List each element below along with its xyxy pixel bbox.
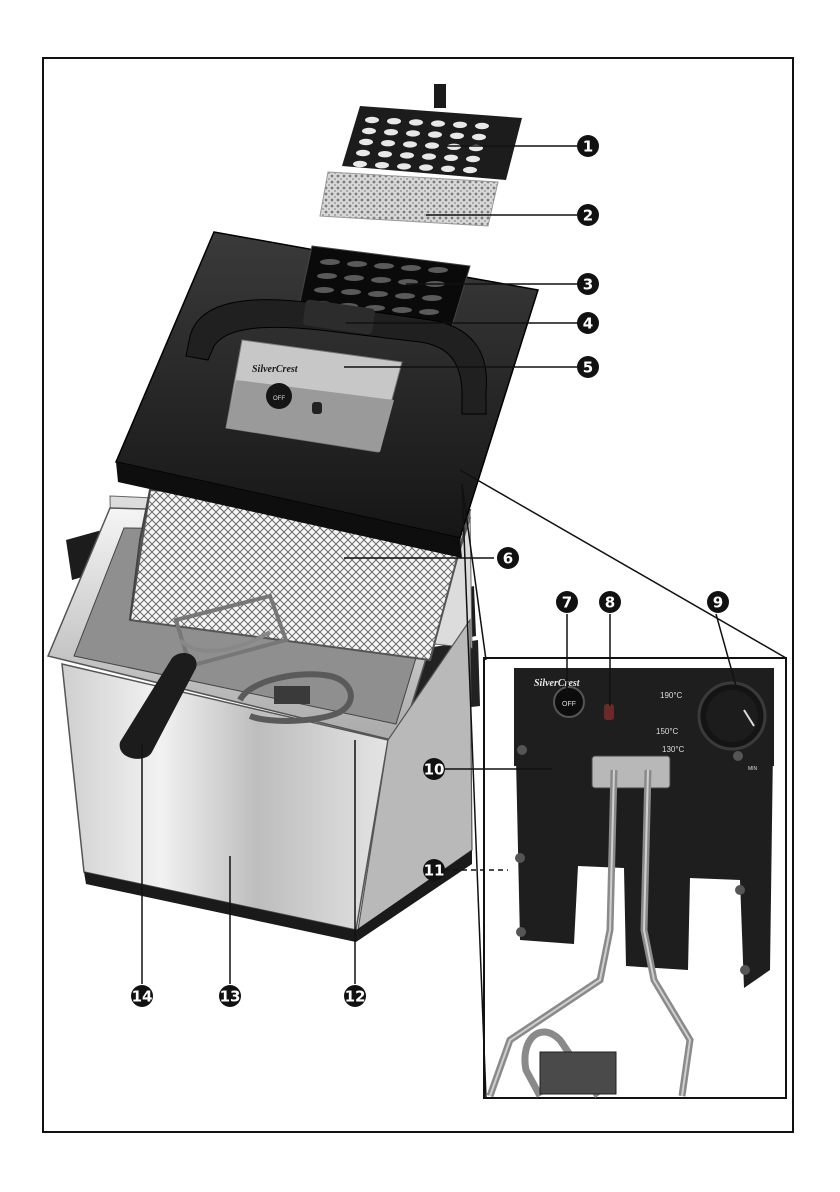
grille-slot [356, 150, 370, 156]
window-slot [320, 259, 340, 265]
grille-slot [444, 155, 458, 161]
callout-11: 11 [423, 859, 445, 881]
lid-brand-label: SilverCrest [252, 364, 299, 375]
window-slot [395, 293, 415, 299]
window-slot [422, 295, 442, 301]
callout-5: 5 [577, 356, 599, 378]
control-module-detail: OFF SilverCrest 190°C 150°C 130°C MIN [484, 658, 786, 1098]
grille-slot [381, 140, 395, 146]
callout-number: 6 [503, 550, 513, 568]
grille-slot [466, 156, 480, 162]
window-slot [344, 275, 364, 281]
grille-slot [425, 142, 439, 148]
callout-8: 8 [599, 591, 621, 613]
callout-number: 5 [583, 359, 593, 377]
grille-slot [447, 144, 461, 150]
window-slot [347, 261, 367, 267]
grille-slot [475, 123, 489, 129]
off-button-label: OFF [562, 701, 576, 708]
heating-bracket [274, 686, 310, 704]
callout-13: 13 [219, 985, 241, 1007]
grille-slot [441, 166, 455, 172]
callout-number: 4 [583, 315, 593, 333]
grille-slot [419, 164, 433, 170]
temp-190-label: 190°C [660, 691, 683, 700]
window-slot [317, 273, 337, 279]
grille-slot [362, 128, 376, 134]
grille-slot [397, 163, 411, 169]
grille-slot [365, 117, 379, 123]
callout-9: 9 [707, 591, 729, 613]
window-slot [374, 263, 394, 269]
callout-number: 7 [562, 594, 572, 612]
temp-150-label: 150°C [656, 727, 679, 736]
grille-slot [378, 151, 392, 157]
window-slot [314, 287, 334, 293]
callout-number: 11 [424, 862, 445, 880]
grille-slot [353, 161, 367, 167]
grille-slot [409, 119, 423, 125]
window-slot [341, 289, 361, 295]
callout-number: 12 [345, 988, 366, 1006]
callout-number: 2 [583, 207, 593, 225]
grille-slot [450, 133, 464, 139]
lid-off-label: OFF [273, 396, 285, 402]
window-slot [428, 267, 448, 273]
window-slot [368, 291, 388, 297]
temp-130-label: 130°C [662, 745, 685, 754]
grille-slot [387, 118, 401, 124]
grille-slot [463, 167, 477, 173]
grille-slot [422, 153, 436, 159]
callout-number: 1 [583, 138, 593, 156]
grille-slot [359, 139, 373, 145]
filter-mat [320, 172, 498, 226]
callout-number: 10 [424, 761, 445, 779]
callout-12: 12 [344, 985, 366, 1007]
indicator-lamp [604, 704, 614, 720]
window-slot [392, 307, 412, 313]
min-label: MIN [748, 766, 758, 772]
callout-3: 3 [577, 273, 599, 295]
callout-number: 8 [605, 594, 615, 612]
grille-slot [472, 134, 486, 140]
callout-10: 10 [423, 758, 445, 780]
callout-number: 14 [132, 988, 153, 1006]
grille-slot [453, 122, 467, 128]
window-slot [401, 265, 421, 271]
callout-7: 7 [556, 591, 578, 613]
grille-slot [428, 131, 442, 137]
grille-slot [384, 129, 398, 135]
callout-6: 6 [497, 547, 519, 569]
callout-number: 3 [583, 276, 593, 294]
filter-grille [342, 84, 522, 180]
window-slot [371, 277, 391, 283]
window-slot [419, 309, 439, 315]
module-brand-label: SilverCrest [534, 678, 581, 689]
grille-slot [403, 141, 417, 147]
callout-4: 4 [577, 312, 599, 334]
grille-slot [375, 162, 389, 168]
grille-slot [431, 120, 445, 126]
callout-number: 9 [713, 594, 723, 612]
callout-14: 14 [131, 985, 153, 1007]
callout-number: 13 [220, 988, 241, 1006]
grille-slot [406, 130, 420, 136]
callout-2: 2 [577, 204, 599, 226]
grille-slot [400, 152, 414, 158]
callout-1: 1 [577, 135, 599, 157]
